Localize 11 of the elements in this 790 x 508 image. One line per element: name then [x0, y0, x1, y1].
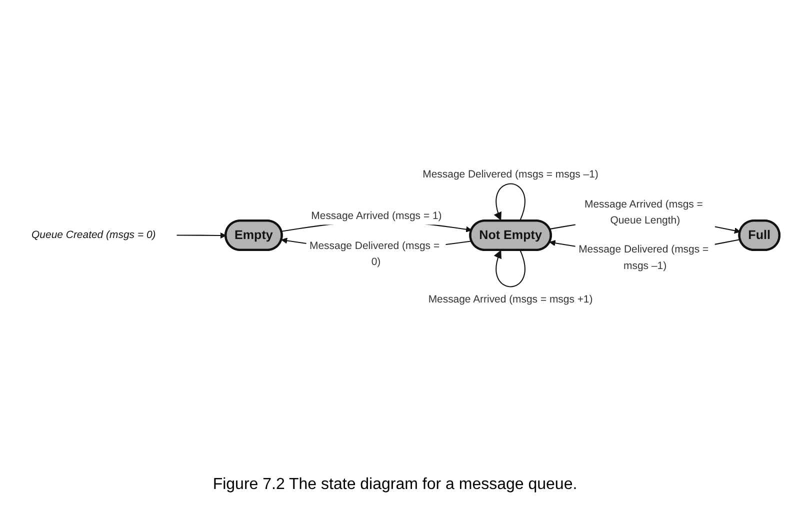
node-text: Queue Created (msgs = 0) — [32, 228, 156, 240]
figure-caption: Figure 7.2 The state diagram for a message queue. — [212, 475, 578, 495]
edge-label: Message Arrived (msgs = msgs +1) — [428, 294, 593, 305]
edge-label: Message Arrived (msgs = 1) — [311, 210, 442, 222]
arrow — [176, 232, 226, 238]
self-loop-arrow — [494, 250, 526, 287]
edge-label: Message Arrived (msgs = Queue Length) — [584, 198, 703, 226]
edge-label: Message Delivered (msgs = 0) — [310, 239, 440, 268]
edge-label: Message Delivered (msgs = msgs –1) — [578, 243, 709, 271]
edge-label: Message Delivered (msgs = msgs –1) — [422, 169, 598, 180]
self-loop-arrow — [494, 183, 526, 220]
